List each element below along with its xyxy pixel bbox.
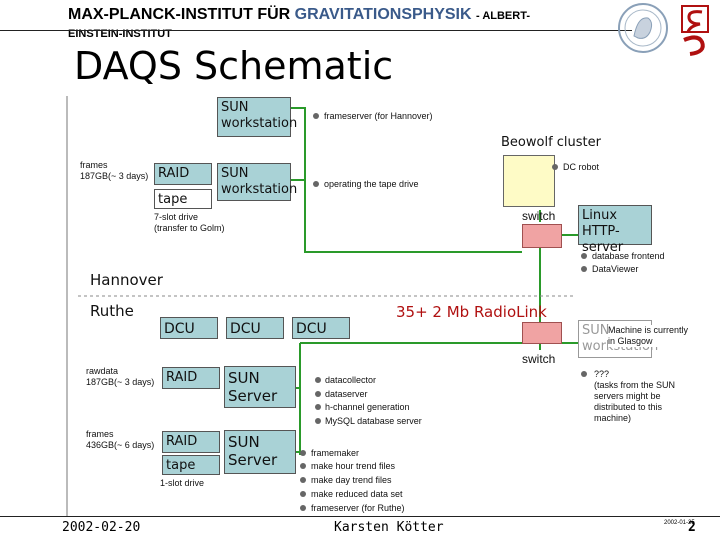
institute-name-main: MAX-PLANCK-INSTITUT FÜR bbox=[68, 6, 291, 23]
bullet-dot bbox=[315, 377, 321, 383]
institute-name-accent: GRAVITATIONSPHYSIK bbox=[294, 6, 472, 23]
header-rule bbox=[0, 30, 632, 31]
tape-drive-note: 7-slot drive (transfer to Golm) bbox=[154, 212, 225, 233]
ruthe-switch-label: switch bbox=[522, 352, 556, 366]
bullet-dot bbox=[313, 113, 319, 119]
ruthe-section-label: Ruthe bbox=[90, 302, 134, 320]
hannover-raid: RAID bbox=[154, 163, 212, 185]
footer-date: 2002-02-20 bbox=[62, 520, 141, 535]
server2-note-4: make reduced data set bbox=[311, 489, 403, 499]
page-title: DAQS Schematic bbox=[74, 44, 394, 88]
server1-note-2: dataserver bbox=[325, 389, 368, 399]
tape-operating-note: operating the tape drive bbox=[324, 179, 419, 189]
institute-name-suffix: - ALBERT- bbox=[476, 10, 530, 22]
institute-name-line2: EINSTEIN-INSTITUT bbox=[68, 28, 172, 40]
footer-author: Karsten Kötter bbox=[334, 520, 444, 535]
footer-rule bbox=[0, 516, 720, 517]
hannover-section-label: Hannover bbox=[90, 271, 163, 289]
frameserver-note: frameserver (for Hannover) bbox=[324, 111, 433, 121]
server2-note-5: frameserver (for Ruthe) bbox=[311, 503, 405, 513]
server-note-2: DataViewer bbox=[592, 264, 639, 274]
slide-left-edge bbox=[66, 96, 68, 516]
bullet-dot bbox=[300, 505, 306, 511]
ruthe-switch bbox=[522, 322, 562, 344]
bullet-dot bbox=[552, 164, 558, 170]
rawdata-label: rawdata 187GB(~ 3 days) bbox=[86, 366, 155, 387]
server1-note-3: h-channel generation bbox=[325, 402, 410, 412]
future-tasks-note: ??? (tasks from the SUN servers might be… bbox=[594, 369, 676, 423]
server1-note-1: datacollector bbox=[325, 375, 377, 385]
hannover-frames-label: frames 187GB(~ 3 days) bbox=[80, 160, 149, 181]
ruthe-frames-label: frames 436GB(~ 6 days) bbox=[86, 429, 155, 450]
server1-note-4: MySQL database server bbox=[325, 416, 422, 426]
beowulf-cluster-box bbox=[503, 155, 555, 207]
bullet-dot bbox=[315, 391, 321, 397]
bullet-dot bbox=[300, 450, 306, 456]
einstein-institute-logo-icon bbox=[681, 5, 709, 56]
server2-note-3: make day trend files bbox=[311, 475, 392, 485]
hannover-tape: tape bbox=[154, 189, 212, 209]
bullet-dot bbox=[581, 253, 587, 259]
ruthe-tape: tape bbox=[162, 455, 220, 475]
hannover-switch bbox=[522, 224, 562, 248]
bullet-dot bbox=[313, 181, 319, 187]
dc-robot-label: DC robot bbox=[563, 162, 600, 172]
server-note-1: database frontend bbox=[592, 251, 665, 261]
ruthe-raid-1: RAID bbox=[162, 367, 220, 389]
bullet-dot bbox=[315, 418, 321, 424]
dcu-2: DCU bbox=[226, 317, 284, 339]
radiolink-label: 35+ 2 Mb RadioLink bbox=[396, 303, 547, 321]
sun-server-2: SUN Server bbox=[224, 430, 296, 474]
ruthe-raid-2: RAID bbox=[162, 431, 220, 453]
server2-note-1: framemaker bbox=[311, 448, 360, 458]
linux-http-server: Linux HTTP-server bbox=[578, 205, 652, 255]
server2-note-2: make hour trend files bbox=[311, 461, 396, 471]
bullet-dot bbox=[300, 463, 306, 469]
sun-workstation-frameserver: SUN workstation bbox=[217, 97, 297, 137]
dcu-1: DCU bbox=[160, 317, 218, 339]
sun-workstation-tape: SUN workstation bbox=[217, 163, 297, 201]
dcu-3: DCU bbox=[292, 317, 350, 339]
institute-name: MAX-PLANCK-INSTITUT FÜR GRAVITATIONSPHYS… bbox=[68, 6, 530, 24]
sun-server-1: SUN Server bbox=[224, 366, 296, 408]
one-slot-drive-note: 1-slot drive bbox=[160, 478, 205, 488]
hannover-switch-label: switch bbox=[522, 209, 556, 223]
bullet-dot bbox=[300, 491, 306, 497]
bullet-dot bbox=[581, 266, 587, 272]
footer-small-date: 2002-01-25 bbox=[664, 520, 695, 526]
page-number: 2 bbox=[688, 520, 696, 535]
bullet-dot bbox=[581, 371, 587, 377]
bullet-dot bbox=[300, 477, 306, 483]
beowulf-cluster-label: Beowolf cluster bbox=[501, 135, 601, 150]
bullet-dot bbox=[315, 404, 321, 410]
glasgow-note: Machine is currently in Glasgow bbox=[608, 325, 689, 347]
minerva-logo-icon bbox=[618, 3, 668, 53]
